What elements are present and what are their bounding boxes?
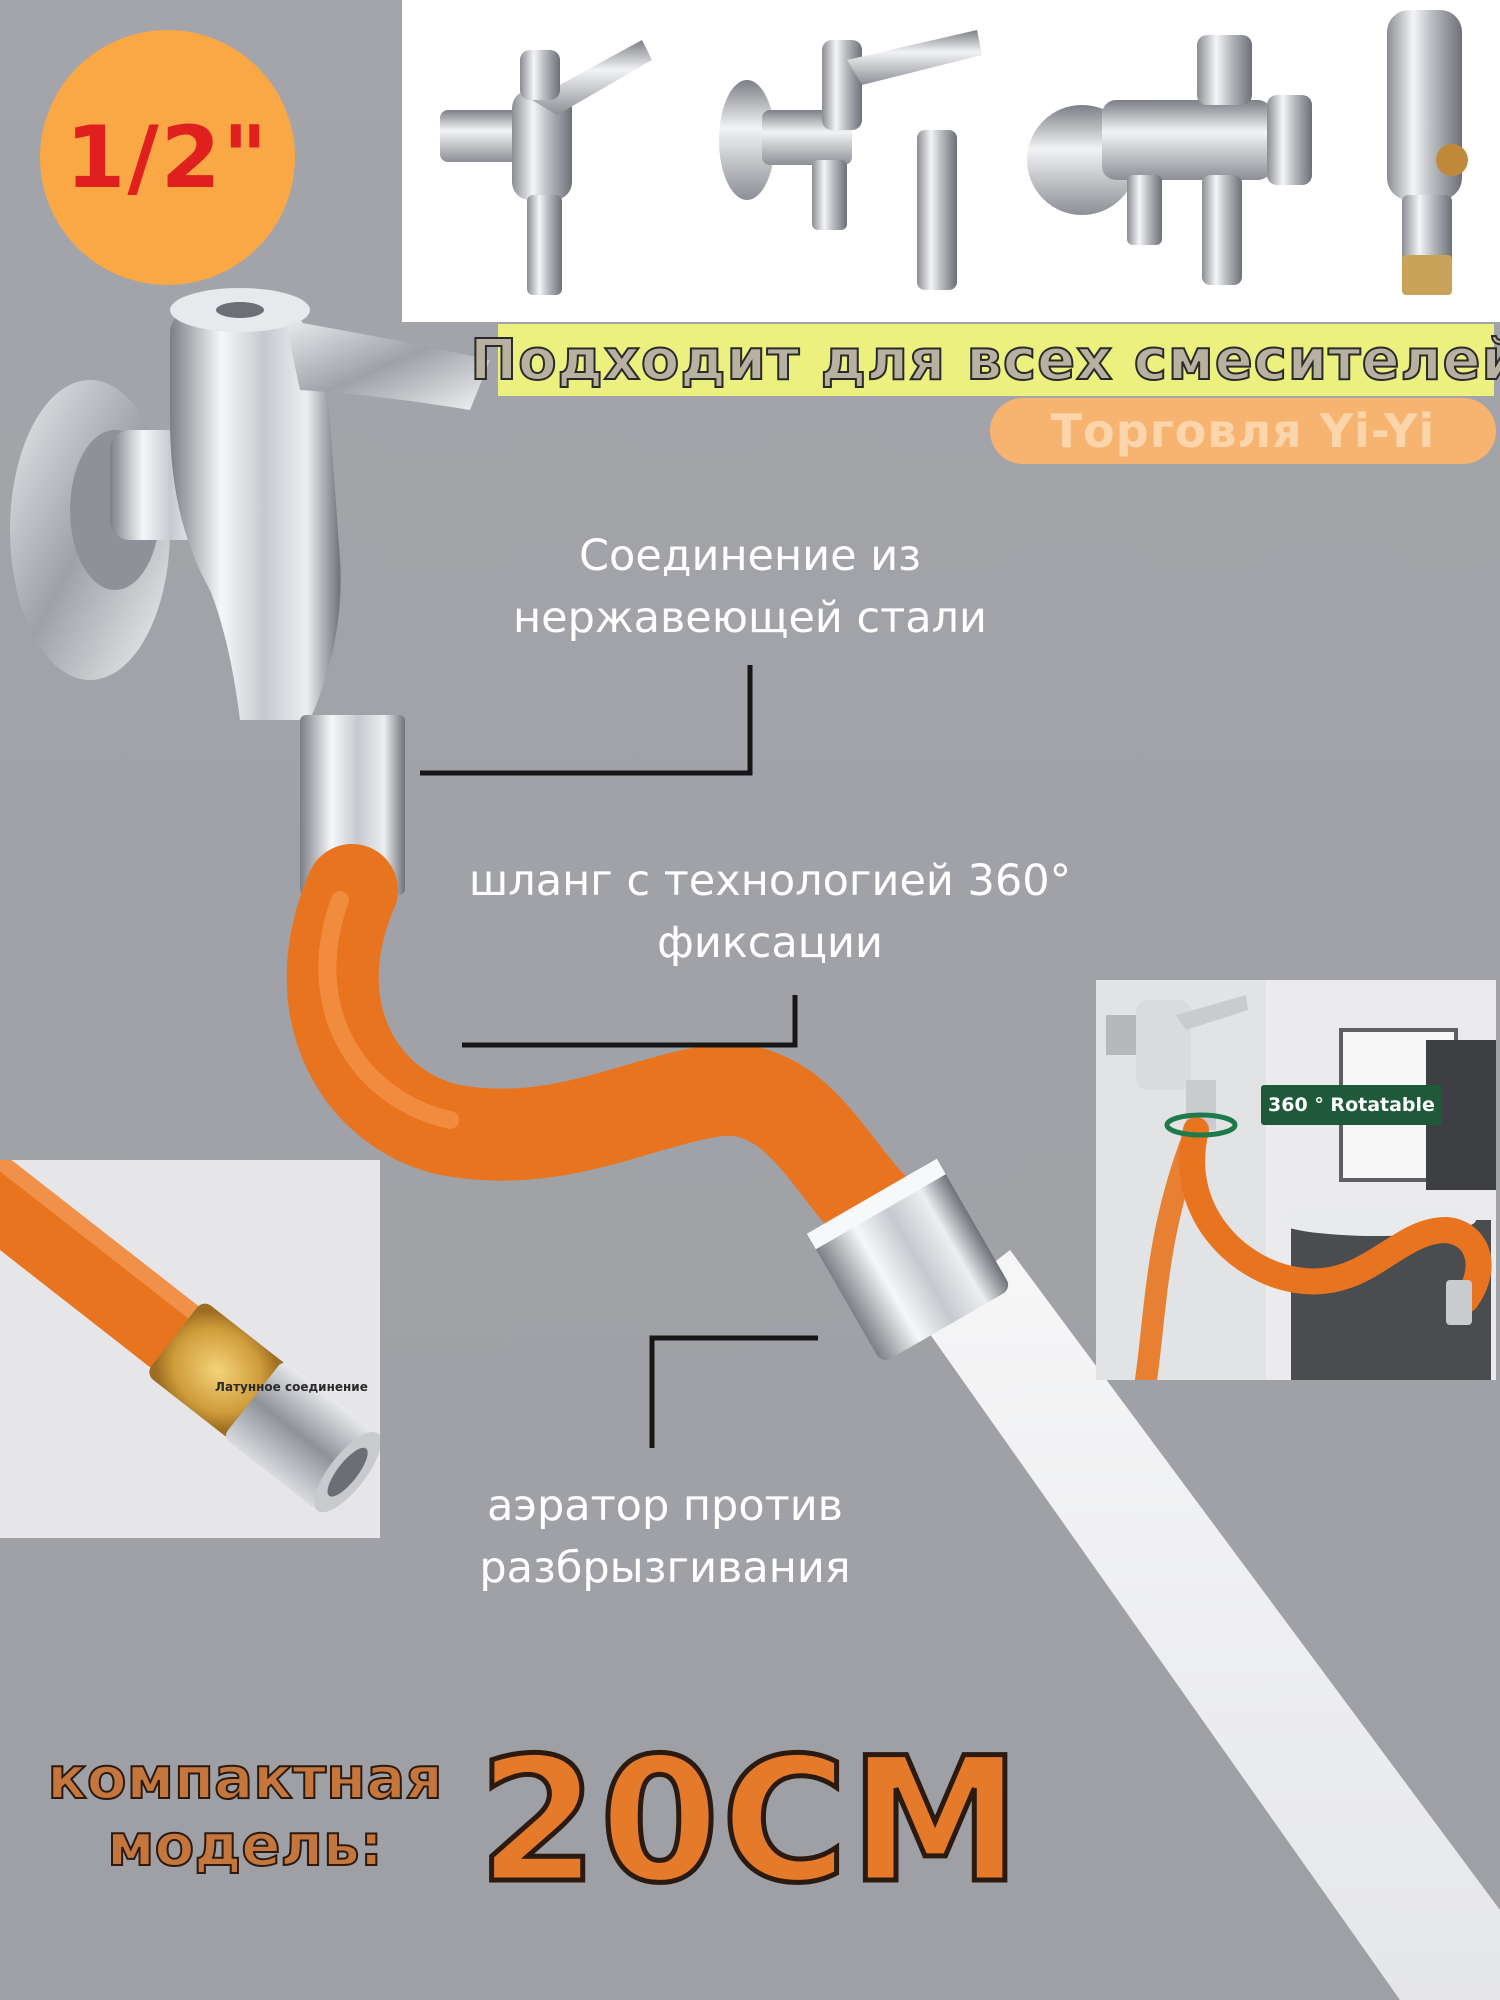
brass-connection-photo bbox=[0, 1160, 380, 1538]
callout-hose-line1: шланг с технологией 360° bbox=[468, 856, 1072, 906]
callout-aerator: аэратор против разбрызгивания bbox=[410, 1475, 920, 1600]
rotation-demo-photo bbox=[1096, 980, 1496, 1380]
aerator-connector bbox=[806, 1158, 1009, 1360]
callout-steel-line2: нержавеющей стали bbox=[513, 593, 987, 644]
brass-connection-graphic bbox=[0, 1160, 380, 1513]
callout-steel-line1: Соединение из bbox=[578, 531, 922, 581]
faucet-variant-1-icon bbox=[440, 40, 652, 295]
faucet-variant-2-icon bbox=[719, 30, 982, 290]
compatibility-banner: Подходит для всех смесителей bbox=[469, 324, 1500, 396]
callout-hose: шланг с технологией 360° фиксации bbox=[420, 850, 1120, 975]
faucet-handle bbox=[285, 320, 490, 410]
brass-connection-label: Латунное соединение bbox=[215, 1380, 368, 1394]
faucet-variants-graphic bbox=[440, 10, 1468, 295]
callout-aerator-line1: аэратор против bbox=[487, 1481, 843, 1531]
compact-line2: модель: bbox=[106, 1810, 384, 1879]
rotatable-tag: 360 ° Rotatable bbox=[1261, 1085, 1442, 1125]
callout-hose-line2: фиксации bbox=[657, 918, 883, 969]
steel-connector bbox=[300, 715, 405, 895]
water-stream bbox=[920, 1250, 1500, 2000]
compatibility-text: Подходит для всех смесителей bbox=[469, 327, 1500, 394]
faucet-variant-3-icon bbox=[1027, 35, 1312, 285]
size-badge-text: 1/2" bbox=[65, 107, 270, 208]
compact-line1: компактная bbox=[46, 1744, 443, 1812]
size-badge: 1/2" bbox=[40, 30, 295, 285]
rotation-arrow-icon bbox=[1164, 1112, 1238, 1138]
brand-text: Торговля Yi-Yi bbox=[1050, 404, 1436, 458]
leader-hose bbox=[462, 995, 798, 1048]
leader-steel bbox=[420, 665, 753, 776]
callout-steel: Соединение из нержавеющей стали bbox=[440, 525, 1060, 650]
rotatable-tag-text: 360 ° Rotatable bbox=[1268, 1094, 1435, 1116]
leader-aerator bbox=[649, 1335, 818, 1448]
faucet-variants-panel bbox=[402, 0, 1500, 322]
brand-pill: Торговля Yi-Yi bbox=[990, 398, 1496, 464]
rotation-demo-graphic bbox=[1096, 980, 1496, 1380]
hose-length: 20CM bbox=[476, 1720, 1024, 1921]
faucet-variant-4-icon bbox=[1387, 10, 1468, 295]
compact-model-label: компактная модель: bbox=[30, 1744, 460, 1879]
callout-aerator-line2: разбрызгивания bbox=[479, 1543, 851, 1594]
